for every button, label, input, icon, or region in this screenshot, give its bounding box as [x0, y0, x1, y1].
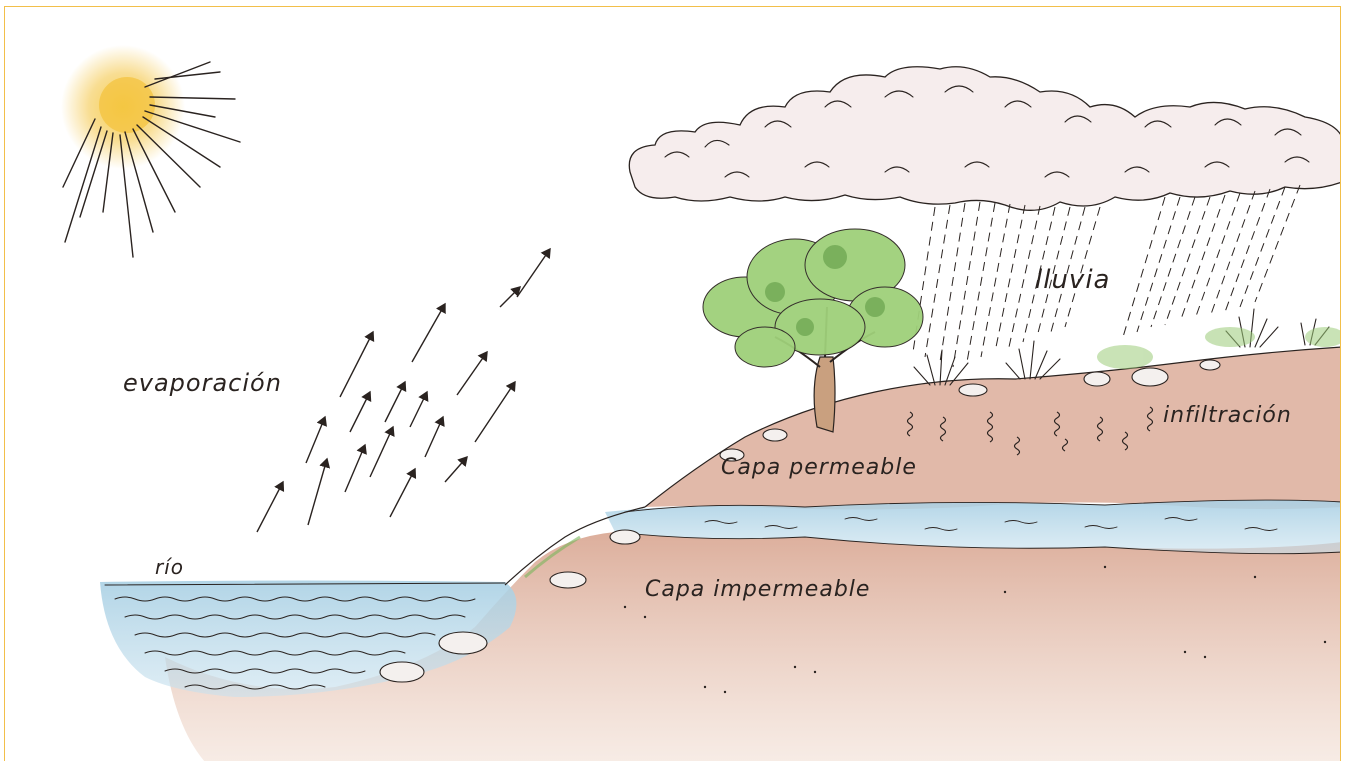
evaporation-arrow-icon: [257, 249, 550, 532]
sun-icon: [61, 45, 240, 257]
label-permeable-layer: Capa permeable: [721, 457, 917, 479]
cloud-icon: [629, 67, 1341, 211]
label-river: río: [155, 557, 184, 577]
label-evaporation: evaporación: [123, 371, 282, 395]
permeable-layer-soil: [645, 347, 1341, 510]
diagram-frame: evaporación río lluvia infiltración Capa…: [4, 6, 1341, 761]
label-impermeable-layer: Capa impermeable: [645, 579, 870, 601]
label-infiltration: infiltración: [1163, 405, 1292, 427]
label-rain: lluvia: [1035, 267, 1110, 293]
